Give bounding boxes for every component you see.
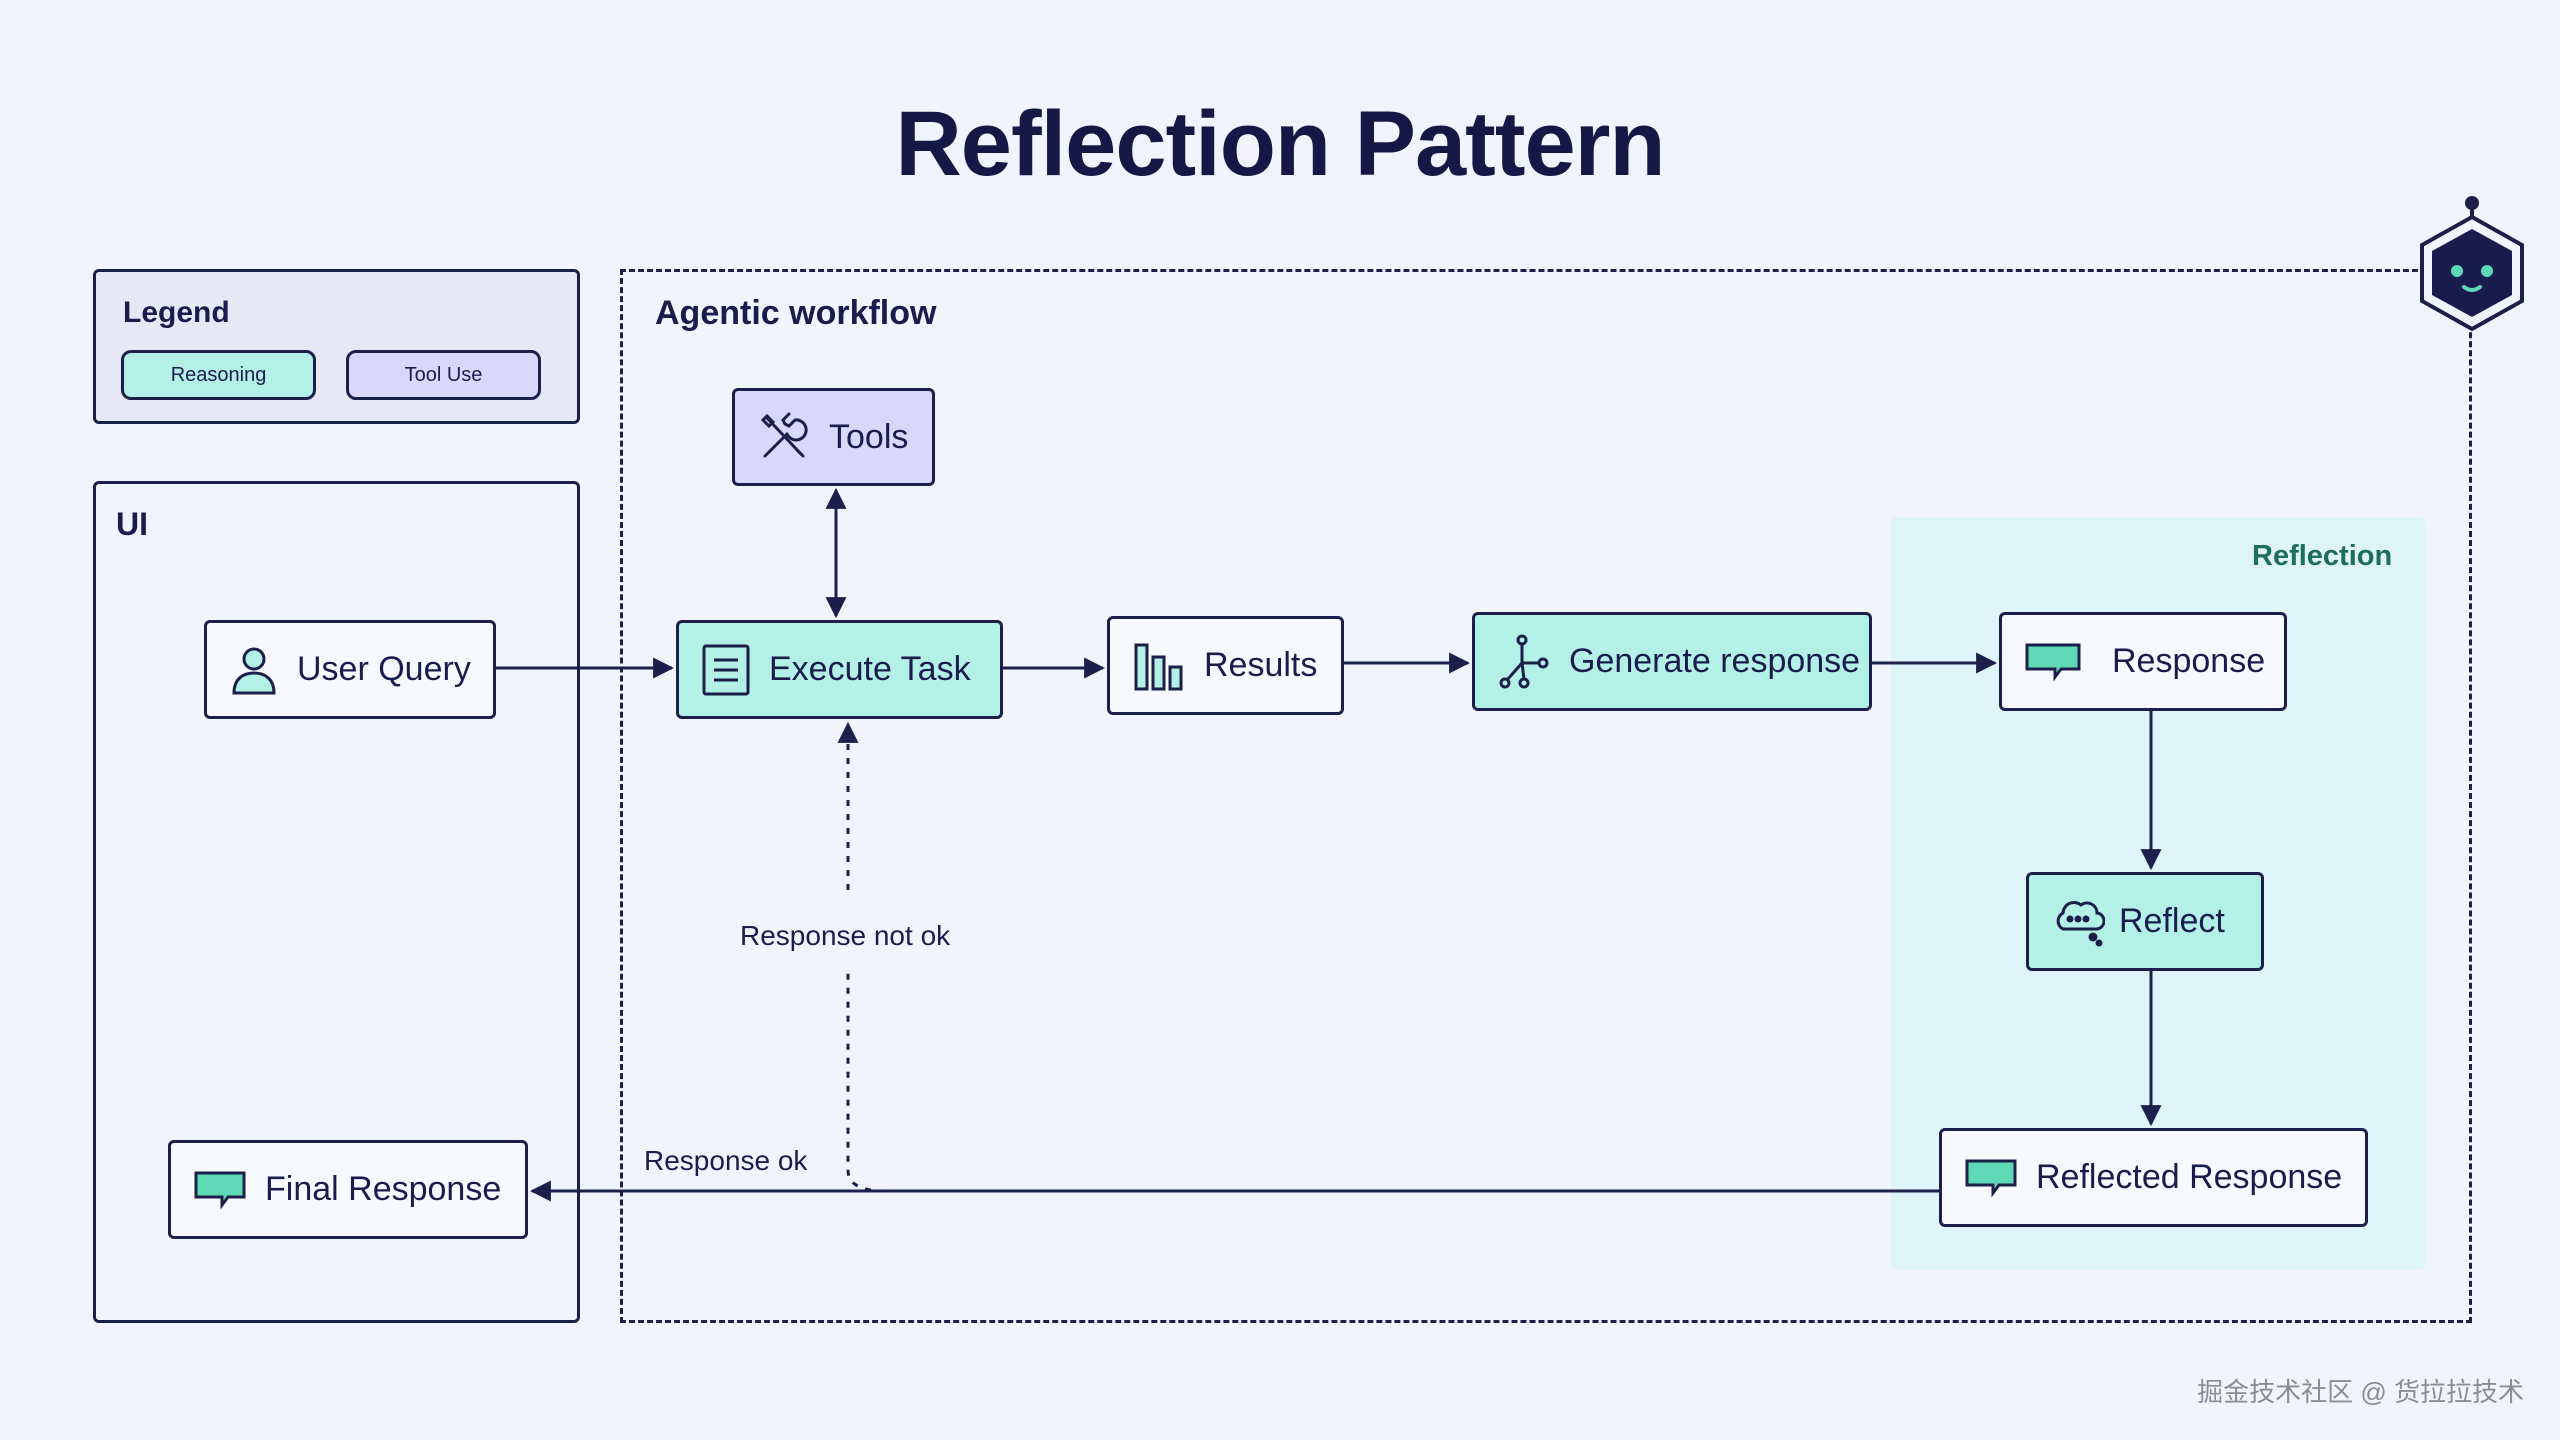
- node-reflected-response: Reflected Response: [1939, 1128, 2368, 1227]
- node-final-response-label: Final Response: [265, 1170, 502, 1208]
- node-results-label: Results: [1204, 646, 1318, 684]
- node-tools: Tools: [732, 388, 935, 486]
- node-reflect: Reflect: [2026, 872, 2264, 971]
- robot-icon: [2420, 196, 2524, 332]
- node-execute-task: Execute Task: [676, 620, 1003, 719]
- edge-label-response-not-ok: Response not ok: [740, 920, 951, 951]
- chat-bubble-icon: [194, 1171, 246, 1209]
- legend-title: Legend: [123, 296, 230, 329]
- ui-panel: UI: [93, 481, 580, 1323]
- bar-chart-icon: [1134, 643, 1183, 690]
- node-user-query: User Query: [204, 620, 496, 719]
- node-response: Response: [1999, 612, 2287, 711]
- node-reflect-label: Reflect: [2119, 902, 2225, 940]
- watermark: 掘金技术社区 @ 货拉拉技术: [2197, 1377, 2524, 1407]
- document-list-icon: [702, 644, 750, 695]
- node-user-query-label: User Query: [297, 650, 471, 688]
- edge-label-response-ok: Response ok: [644, 1145, 808, 1176]
- node-response-label: Response: [2112, 642, 2266, 680]
- network-graph-icon: [1499, 634, 1549, 688]
- node-generate-response: Generate response: [1472, 612, 1872, 711]
- ui-panel-title: UI: [116, 506, 148, 542]
- chat-bubble-icon: [2025, 643, 2081, 681]
- agentic-workflow-container: [620, 269, 2472, 1323]
- wrench-screwdriver-icon: [760, 412, 808, 458]
- node-generate-response-label: Generate response: [1569, 642, 1861, 680]
- legend-tool-use-chip: Tool Use: [346, 350, 541, 400]
- user-icon: [232, 647, 276, 694]
- reflection-title: Reflection: [2252, 540, 2393, 572]
- node-execute-task-label: Execute Task: [769, 650, 971, 688]
- legend-panel: Legend Reasoning Tool Use: [93, 269, 580, 424]
- chat-bubble-icon: [1965, 1159, 2017, 1197]
- thought-cloud-icon: [2056, 900, 2105, 946]
- agentic-workflow-title: Agentic workflow: [655, 294, 937, 332]
- page-title: Reflection Pattern: [895, 93, 1665, 195]
- node-results: Results: [1107, 616, 1344, 715]
- edge-not-ok-loop: [846, 972, 886, 1193]
- node-tools-label: Tools: [829, 417, 909, 456]
- legend-reasoning-chip: Reasoning: [121, 350, 316, 400]
- node-reflected-response-label: Reflected Response: [2036, 1158, 2343, 1196]
- node-final-response: Final Response: [168, 1140, 528, 1239]
